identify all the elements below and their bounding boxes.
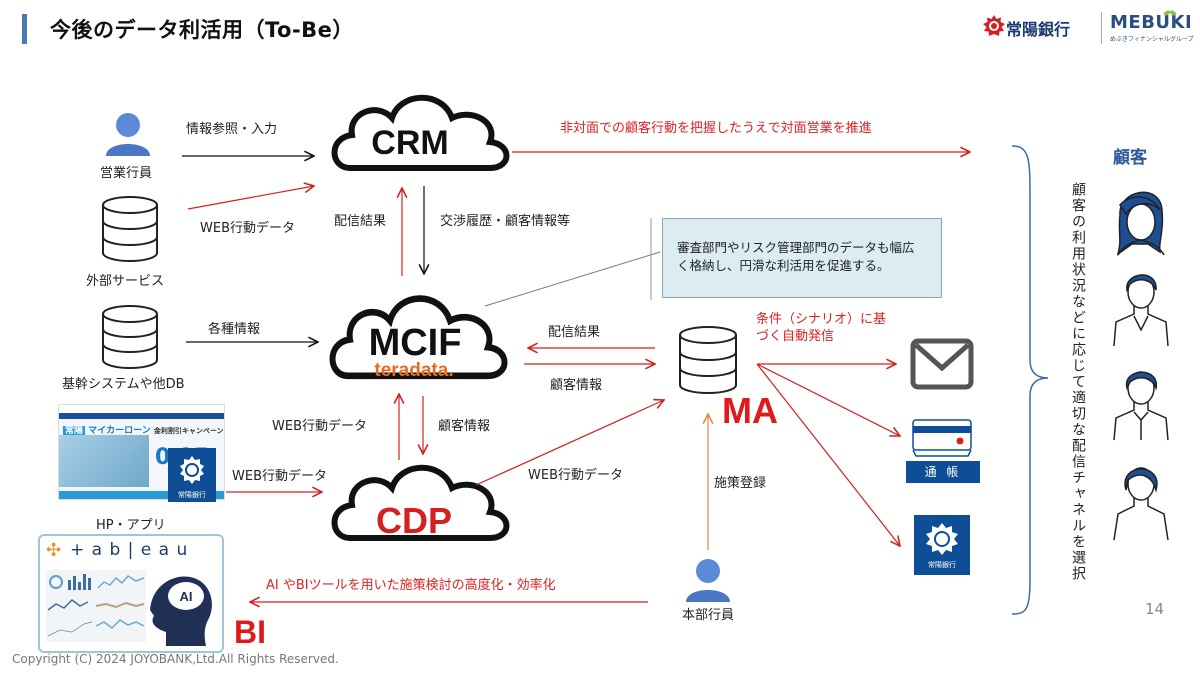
logo-mebuki-subtitle: めぶきフィナンシャルグループ: [1110, 36, 1194, 43]
dashboard-thumbnail-icon: [46, 570, 146, 642]
website-header: [59, 405, 224, 413]
customer-avatar: [1116, 191, 1165, 256]
logo-joyo-bank: 常陽銀行: [1006, 20, 1071, 39]
website-nav: [59, 413, 224, 419]
flow-label-delivery-ma: 配信結果: [548, 325, 601, 340]
banner-campaign: 金利割引キャンペーン: [153, 427, 224, 435]
external-service-label: 外部サービス: [86, 274, 165, 289]
app-channel-label: 常陽銀行: [928, 561, 956, 569]
ma-database-icon: [679, 326, 737, 394]
flow-label-customer-info-cdp: 顧客情報: [438, 419, 491, 434]
tableau-wordmark: + a b | e a u: [70, 540, 189, 560]
bi-label: BI: [234, 614, 266, 650]
tableau-logo-icon: ✣: [46, 540, 62, 561]
flow-label-auto-send: 条件（シナリオ）に基 づく自動発信: [756, 311, 886, 345]
title-accent-bar: [22, 14, 27, 44]
cdp-label: CDP: [375, 500, 452, 541]
flow-label-bi-advance: AI やBIツールを用いた施策検討の高度化・効率化: [266, 578, 556, 593]
app-icon: [914, 515, 970, 575]
person-icon: [686, 559, 730, 602]
app-tile-label: 常陽銀行: [178, 491, 206, 499]
customers-heading: 顧客: [1113, 148, 1147, 168]
core-systems-label: 基幹システムや他DB: [62, 377, 185, 392]
flow-label-delivery-crm: 配信結果: [334, 214, 387, 229]
joyo-emblem-icon: [180, 456, 204, 484]
mcif-note-box: 審査部門やリスク管理部門のデータも幅広 く格納し、円滑な利活用を促進する。: [662, 218, 942, 298]
crm-label: CRM: [371, 124, 449, 162]
website-banner-title: 常陽 マイカーローン 金利割引キャンペーン: [59, 419, 224, 436]
hq-staff-label: 本部行員: [682, 608, 735, 623]
page-number: 14: [1145, 600, 1165, 618]
customer-avatar: [1113, 274, 1169, 347]
customer-avatar: [1113, 371, 1169, 441]
note-line1: 審査部門やリスク管理部門のデータも幅広: [677, 240, 915, 255]
passbook-icon: [912, 419, 972, 457]
note-pointer-line: [484, 251, 661, 307]
arrow-ma-to-passbook: [756, 363, 900, 436]
page-title: 今後のデータ利活用（To-Be）: [50, 18, 354, 42]
copyright: Copyright (C) 2024 JOYOBANK,Ltd.All Righ…: [12, 652, 339, 666]
customers-caption: 顧客の利用状況などに応じて適切な配信チャネルを選択: [1070, 182, 1086, 582]
flow-label-info-ref: 情報参照・入力: [186, 122, 278, 137]
arrow-ma-to-app: [756, 363, 900, 546]
customer-avatar: [1113, 467, 1169, 541]
leaf-icon: [1163, 10, 1177, 16]
database-icon: [102, 196, 158, 262]
auto-send-line2: づく自動発信: [756, 329, 835, 344]
person-icon: [106, 113, 150, 156]
flow-label-web-hp: WEB行動データ: [232, 469, 327, 484]
app-tile-icon: 常陽銀行: [168, 448, 216, 502]
banner-title: マイカーローン: [88, 426, 151, 436]
flow-label-customer-info-ma: 顧客情報: [550, 378, 603, 393]
passbook-label: 通 帳: [906, 461, 980, 483]
flow-label-face-to-face: 非対面での顧客行動を把握したうえで対面営業を推進: [560, 121, 872, 136]
arrow-external-to-crm: [187, 186, 314, 210]
joyo-bank-logo-icon: [983, 15, 1005, 36]
note-line2: く格納し、円滑な利活用を促進する。: [677, 258, 890, 273]
logo-mebuki: MEBUKI: [1110, 12, 1193, 33]
ma-label: MA: [722, 390, 778, 431]
flow-label-various-info: 各種情報: [208, 322, 261, 337]
ai-head-icon: AI: [150, 576, 212, 646]
flow-label-policy-registration: 施策登録: [714, 476, 767, 491]
hp-app-label: HP・アプリ: [96, 518, 166, 533]
teradata-label: teradata.: [374, 360, 454, 381]
auto-send-line1: 条件（シナリオ）に基: [756, 312, 887, 327]
customer-brace: [1011, 145, 1049, 615]
database-icon: [102, 305, 158, 369]
flow-label-web-cdp-ma: WEB行動データ: [528, 468, 623, 483]
website-hero-image: [59, 435, 149, 487]
mcif-label: MCIF: [368, 322, 462, 364]
logo-divider: [1101, 12, 1102, 44]
website-footer-bar: [59, 491, 224, 499]
ai-badge: AI: [180, 589, 193, 604]
flow-label-web-cdp-up: WEB行動データ: [272, 419, 367, 434]
banner-tag: 常陽: [63, 426, 86, 436]
arrow-cdp-to-ma: [475, 400, 664, 486]
sales-staff-label: 営業行員: [100, 166, 153, 181]
email-icon: [910, 338, 974, 390]
flow-label-negotiation: 交渉履歴・顧客情報等: [440, 214, 571, 229]
bi-panel: ✣ + a b | e a u AI: [38, 534, 224, 653]
flow-label-web-ext: WEB行動データ: [200, 221, 295, 236]
